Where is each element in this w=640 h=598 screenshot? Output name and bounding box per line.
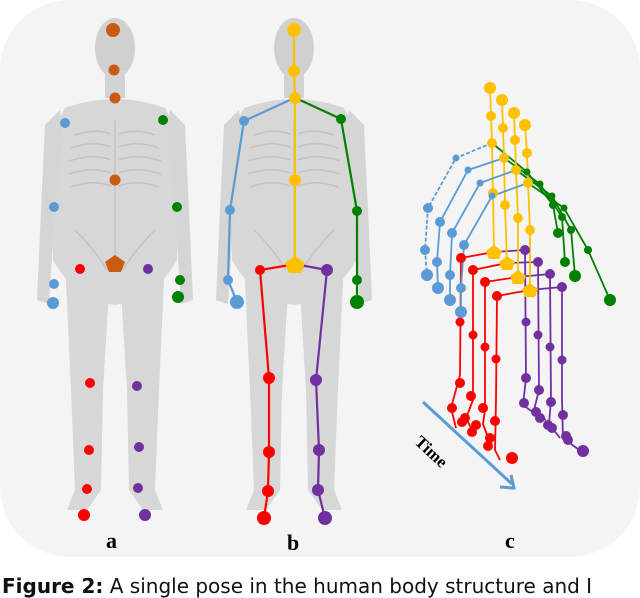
panel-b-body bbox=[215, 17, 373, 525]
panel-label-c: c bbox=[505, 528, 515, 553]
left-leg-joints-a bbox=[75, 264, 95, 521]
time-arrow-icon bbox=[421, 400, 516, 490]
spine-joints-a bbox=[105, 23, 125, 272]
right-arm-joints-a bbox=[158, 115, 185, 303]
panel-c-sequence bbox=[420, 82, 616, 490]
skeleton-figure bbox=[36, 17, 616, 525]
caption-prefix: Figure 2: bbox=[2, 574, 104, 598]
caption-text: A single pose in the human body structur… bbox=[109, 574, 593, 598]
panel-label-a: a bbox=[106, 528, 117, 553]
panel-label-b: b bbox=[287, 530, 300, 555]
figure-caption: Figure 2: A single pose in the human bod… bbox=[2, 574, 640, 598]
left-arm-joints-a bbox=[47, 118, 70, 309]
right-leg-joints-a bbox=[132, 264, 153, 521]
panel-a-body bbox=[36, 17, 194, 521]
